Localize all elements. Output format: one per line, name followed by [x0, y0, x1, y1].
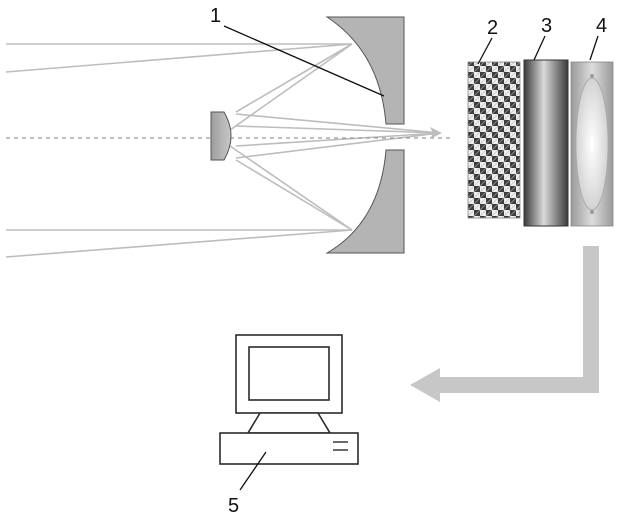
primary-mirror-lower — [327, 150, 404, 253]
leader-line-4 — [590, 36, 598, 60]
filter-block — [524, 60, 568, 226]
detector-dot — [590, 74, 594, 78]
incoming-ray — [6, 44, 352, 72]
data-flow-arrow — [410, 246, 599, 402]
detector — [571, 62, 613, 226]
reflected-ray — [230, 146, 352, 230]
detector-image — [576, 78, 608, 210]
focused-ray — [236, 133, 440, 158]
detector-dot — [590, 210, 594, 214]
coded-mask-plate — [468, 62, 520, 218]
leader-line-3 — [534, 36, 545, 60]
leader-line-2 — [478, 38, 492, 64]
secondary-mirror — [211, 112, 231, 160]
computer-screen — [249, 347, 329, 400]
computer-base — [220, 433, 358, 464]
reflected-ray — [236, 160, 352, 230]
label-3: 3 — [541, 15, 552, 37]
label-4: 4 — [596, 15, 607, 37]
incoming-ray — [6, 230, 352, 257]
data-flow-arrowhead — [410, 368, 440, 402]
computer — [220, 335, 358, 464]
focused-ray — [236, 133, 440, 146]
primary-mirror-upper — [327, 17, 404, 124]
reflected-ray — [230, 44, 352, 130]
computer-stand — [248, 413, 330, 433]
label-1: 1 — [210, 5, 221, 27]
label-5: 5 — [228, 495, 239, 517]
reflected-ray — [236, 44, 352, 112]
label-2: 2 — [487, 17, 498, 39]
data-flow-arrow-shaft — [437, 246, 599, 393]
